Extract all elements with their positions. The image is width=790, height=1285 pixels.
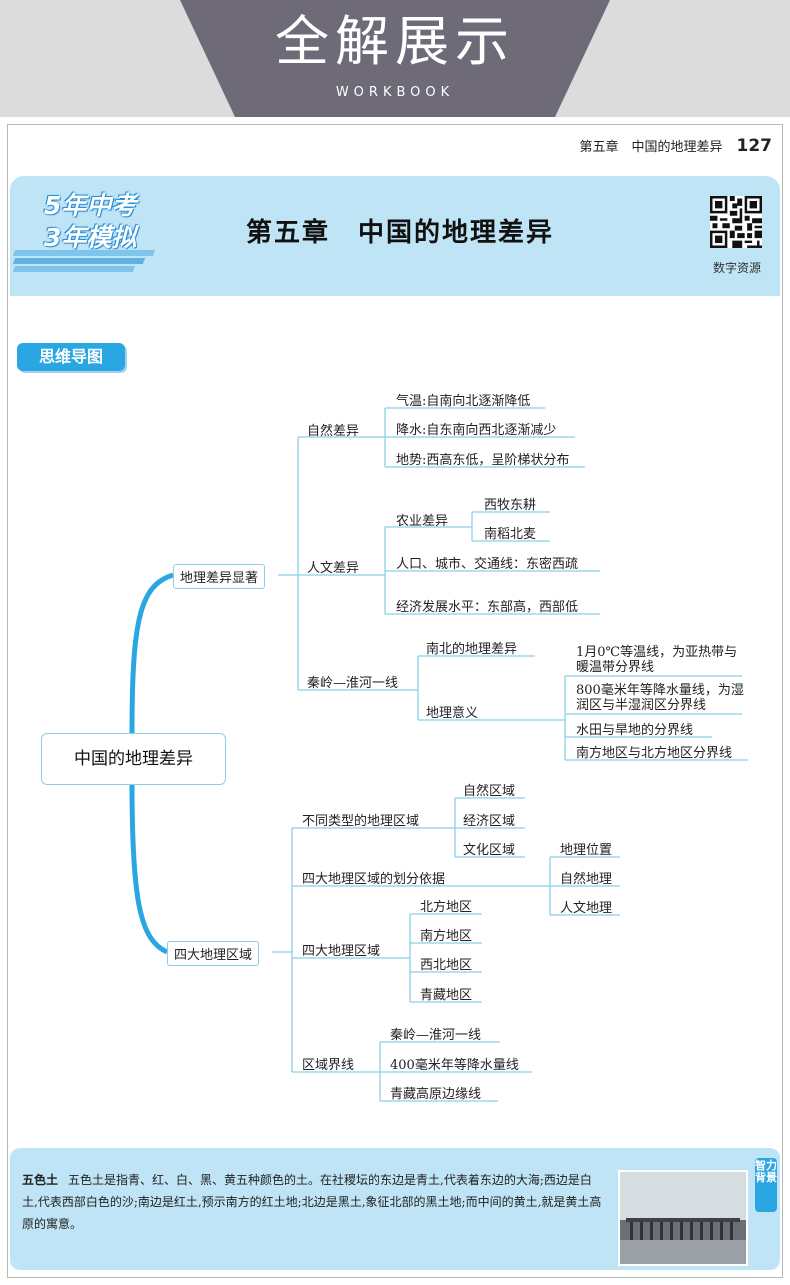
mindmap-root: 中国的地理差异 <box>41 733 226 785</box>
leaf-economy: 经济发展水平：东部高，西部低 <box>396 600 579 615</box>
qr-label: 数字资源 <box>712 261 761 275</box>
node-human-differences: 人文差异 <box>307 561 360 576</box>
leaf-north-south-differences: 南北的地理差异 <box>426 642 518 657</box>
leaf-south-north-region: 南方地区与北方地区分界线 <box>576 746 733 761</box>
node-qinling-huaihe: 秦岭—淮河一线 <box>307 676 399 691</box>
trivia-body: 五色土是指青、红、白、黑、黄五种颜色的土。在社稷坛的东边是青土,代表着东边的大海… <box>22 1173 602 1231</box>
branch-four-regions: 四大地理区域 <box>167 941 260 966</box>
header-banner: 全解展示 WORKBOOK <box>0 0 790 117</box>
trivia-text: 五色土五色土是指青、红、白、黑、黄五种颜色的土。在社稷坛的东边是青土,代表着东边… <box>22 1169 605 1235</box>
leaf-location: 地理位置 <box>560 843 613 858</box>
leaf-isohyet-800: 800毫米年等降水量线，为湿润区与半湿润区分界线 <box>576 683 744 713</box>
node-natural-differences: 自然差异 <box>307 424 360 439</box>
branch-geographic-differences: 地理差异显著 <box>173 564 266 589</box>
chapter-title: 第五章 中国的地理差异 <box>245 218 554 248</box>
leaf-boundary-plateau-edge: 青藏高原边缘线 <box>390 1087 482 1102</box>
leaf-physical-geography: 自然地理 <box>560 872 613 887</box>
chapter-header <box>10 176 780 296</box>
banner-shape <box>180 0 610 117</box>
node-four-regions: 四大地理区域 <box>302 944 381 959</box>
leaf-population-cities: 人口、城市、交通线：东密西疏 <box>396 557 579 572</box>
node-division-basis: 四大地理区域的划分依据 <box>302 872 446 887</box>
qr-code-icon[interactable] <box>710 196 762 248</box>
leaf-natural-region: 自然区域 <box>463 784 516 799</box>
leaf-northwest-region: 西北地区 <box>420 958 473 973</box>
leaf-boundary-qinling: 秦岭—淮河一线 <box>390 1028 482 1043</box>
leaf-temperature: 气温:自南向北逐渐降低 <box>396 394 531 409</box>
leaf-northern-region: 北方地区 <box>420 900 473 915</box>
node-geographic-significance: 地理意义 <box>426 706 479 721</box>
altar-photo <box>618 1170 748 1266</box>
running-head: 第五章 中国的地理差异 127 <box>520 136 772 156</box>
leaf-terrain: 地势:西高东低，呈阶梯状分布 <box>396 453 570 468</box>
leaf-human-geography: 人文地理 <box>560 901 613 916</box>
leaf-paddy-dryland: 水田与旱地的分界线 <box>576 723 694 738</box>
node-agricultural-differences: 农业差异 <box>396 514 449 529</box>
trivia-term: 五色土 <box>22 1173 59 1187</box>
leaf-isotherm: 1月0℃等温线，为亚热带与暖温带分界线 <box>576 645 738 675</box>
logo-line-2: 3年模拟 <box>44 223 137 252</box>
leaf-boundary-isohyet-400: 400毫米年等降水量线 <box>390 1058 519 1073</box>
banner-title: 全解展示 <box>275 10 515 73</box>
leaf-economic-region: 经济区域 <box>463 814 516 829</box>
banner-subtitle: WORKBOOK <box>335 85 455 100</box>
trivia-side-tab: 智力背景 <box>755 1158 777 1212</box>
section-tag-mindmap: 思维导图 <box>17 343 125 371</box>
leaf-precipitation: 降水:自东南向西北逐渐减少 <box>396 423 557 438</box>
leaf-cultural-region: 文化区域 <box>463 843 516 858</box>
leaf-west-east-agri: 西牧东耕 <box>484 498 537 513</box>
logo-line-1: 5年中考 <box>44 191 137 220</box>
series-logo: 5年中考 3年模拟 <box>12 186 164 276</box>
leaf-southern-region: 南方地区 <box>420 929 473 944</box>
leaf-south-north-crops: 南稻北麦 <box>484 527 537 542</box>
leaf-tibetan-region: 青藏地区 <box>420 988 473 1003</box>
node-region-boundaries: 区域界线 <box>302 1058 355 1073</box>
running-head-title: 第五章 中国的地理差异 <box>579 140 723 155</box>
altar-illustration <box>620 1172 746 1264</box>
page-number: 127 <box>736 136 773 156</box>
node-region-types: 不同类型的地理区域 <box>302 814 420 829</box>
